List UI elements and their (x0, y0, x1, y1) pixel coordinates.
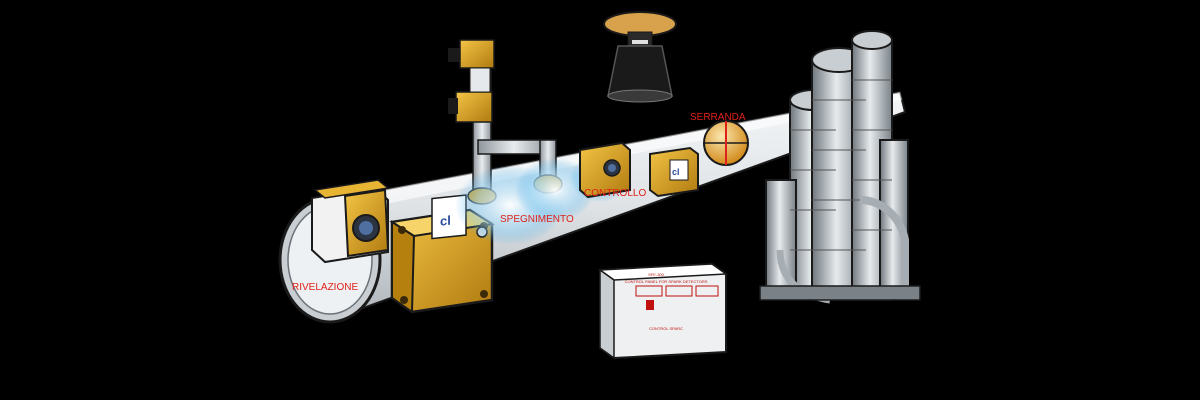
control-panel: SFE-300 CONTROL PANEL FOR SPARK DETECTOR… (597, 262, 729, 360)
panel-zone-3 (695, 285, 719, 297)
label-detection: RIVELAZIONE (292, 282, 358, 293)
panel-zone-1 (635, 285, 663, 297)
panel-zone-2 (665, 285, 693, 297)
panel-model: SFE-300 (648, 272, 665, 277)
damper-valve-icon (703, 120, 749, 166)
svg-text:cl: cl (672, 167, 680, 177)
alarm-siren-icon (603, 11, 677, 103)
detector-box-far: cl (649, 146, 699, 198)
panel-subtitle: CONTROL PANEL FOR SPARK DETECTORS (625, 279, 708, 284)
valve-assembly-icon (448, 39, 495, 123)
panel-brand: CONTROL SPARC (649, 326, 683, 331)
label-extinguishing: SPEGNIMENTO (500, 214, 574, 225)
svg-text:cl: cl (440, 213, 451, 229)
filter-silo-icon (759, 30, 921, 304)
detector-box-mid (579, 141, 631, 199)
label-damper: SERRANDA (690, 112, 746, 123)
spark-detector-icon (311, 179, 390, 264)
label-control: CONTROLLO (584, 188, 646, 199)
